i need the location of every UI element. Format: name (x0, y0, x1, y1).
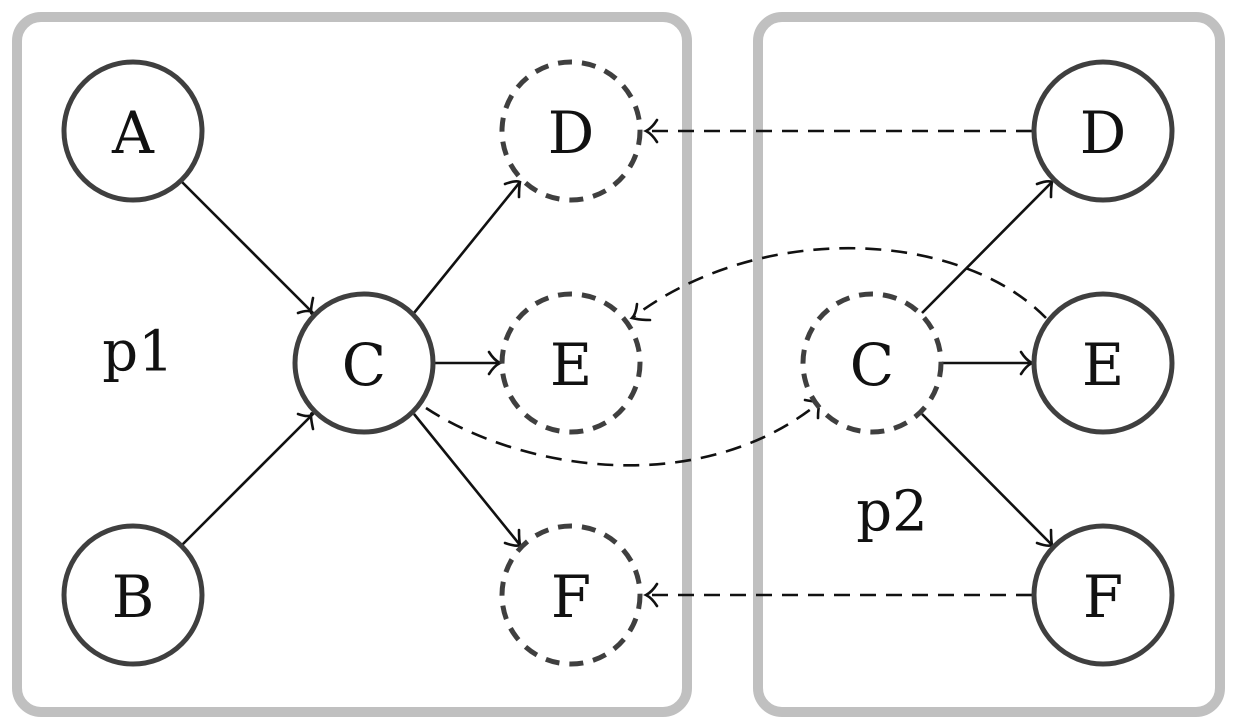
node-p2-D: D (1031, 59, 1175, 203)
node-label: B (112, 563, 155, 631)
node-p1-C: C (292, 291, 436, 435)
node-label: C (342, 331, 386, 399)
node-p1-A: A (61, 59, 205, 203)
node-label: C (850, 331, 894, 399)
edge-p1-B-to-p1-C (181, 412, 315, 546)
edge-p2-D-to-p1-D (643, 118, 1032, 144)
edge-p2-F-to-p1-F (643, 582, 1032, 608)
edge-p2-C-to-p2-D (921, 180, 1054, 314)
node-p1-F: F (499, 523, 643, 667)
edge-p2-E-to-p1-E (629, 246, 1047, 322)
edge-p1-C-to-p1-D (412, 180, 522, 314)
node-p1-E: E (499, 291, 643, 435)
node-label: F (1083, 563, 1123, 631)
node-label: F (551, 563, 591, 631)
partition-p2-label: p2 (856, 480, 927, 545)
node-label: A (111, 99, 155, 167)
node-p2-F: F (1031, 523, 1175, 667)
node-p2-C: C (800, 291, 944, 435)
node-label: D (1080, 99, 1127, 167)
node-label: E (1082, 331, 1124, 399)
node-p1-B: B (61, 523, 205, 667)
node-p2-E: E (1031, 291, 1175, 435)
partition-p1-label: p1 (102, 320, 173, 385)
node-p1-D: D (499, 59, 643, 203)
node-label: D (548, 99, 595, 167)
node-label: E (550, 331, 592, 399)
